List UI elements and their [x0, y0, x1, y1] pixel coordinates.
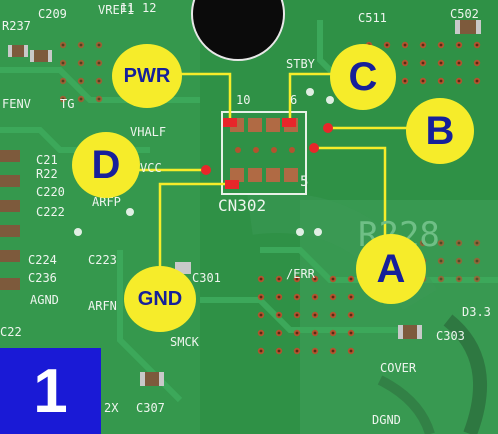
silk-fenv: FENV [2, 97, 31, 111]
silk-tg: TG [60, 97, 75, 111]
silk-c223: C223 [88, 253, 117, 267]
through-holes [74, 88, 334, 236]
silk-agnd: AGND [30, 293, 59, 307]
silk-2x: 2X [104, 401, 119, 415]
silk-c222: C222 [36, 205, 65, 219]
silk-pin10: 10 [236, 93, 251, 107]
silk-11: 11 [120, 1, 135, 15]
silk-c307: C307 [136, 401, 165, 415]
silk-vhalf: VHALF [130, 125, 167, 139]
mounting-hole [192, 0, 284, 60]
silk-c224: C224 [28, 253, 57, 267]
silk-c236: C236 [28, 271, 57, 285]
silk-c511: C511 [358, 11, 387, 25]
silk-arfn: ARFN [88, 299, 117, 313]
marker-gnd: GND [124, 266, 196, 332]
silk-stby: STBY [286, 57, 315, 71]
silk-dgnd: DGND [372, 413, 401, 427]
marker-a: A [356, 234, 426, 304]
silk-vcc: VCC [140, 161, 162, 175]
silk-c502: C502 [450, 7, 479, 21]
silk-c22: C22 [0, 325, 22, 339]
marker-d: D [72, 132, 140, 198]
silk-smck: SMCK [170, 335, 199, 349]
step-number-badge: 1 [0, 348, 101, 434]
silk-c220: C220 [36, 185, 65, 199]
silk-arfp: ARFP [92, 195, 121, 209]
silk-err: /ERR [286, 267, 315, 281]
silk-c209: C209 [38, 7, 67, 21]
via-grid-bottom [250, 270, 360, 360]
silk-pin6: 6 [290, 93, 298, 107]
silk-d33: D3.3 [462, 305, 491, 319]
marker-c: C [330, 44, 396, 110]
silk-r22: R22 [36, 167, 58, 181]
smd-components [0, 20, 481, 386]
silk-cn302: CN302 [218, 196, 267, 215]
silk-c301: C301 [192, 271, 221, 285]
silk-pin5: 5 [300, 174, 309, 190]
test-points [201, 118, 333, 189]
silk-c303: C303 [436, 329, 465, 343]
silk-c21: C21 [36, 153, 58, 167]
silk-cover: COVER [380, 361, 417, 375]
marker-b: B [406, 98, 474, 164]
marker-pwr: PWR [112, 44, 182, 108]
silk-r237: R237 [2, 19, 31, 33]
silk-12: 12 [142, 1, 157, 15]
silk-vref1: VREF1 [98, 3, 135, 17]
